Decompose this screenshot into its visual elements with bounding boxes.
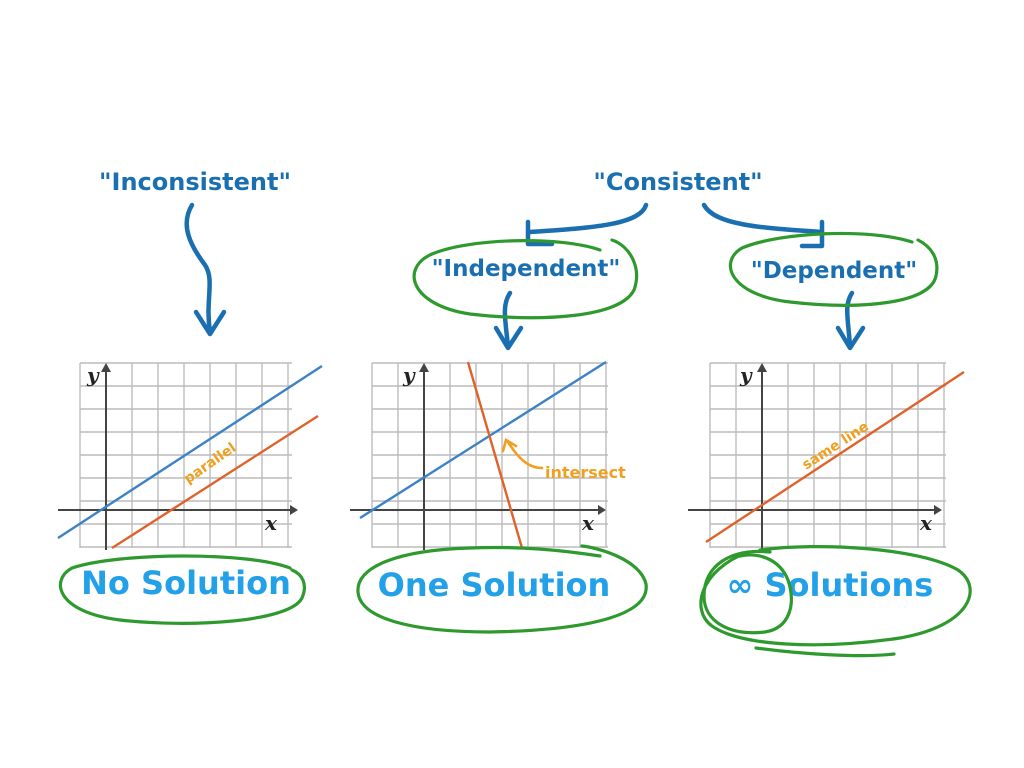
graph-no-solution: y x parallel xyxy=(57,362,323,550)
circle-dependent xyxy=(728,231,939,307)
y-axis-label-2: y xyxy=(402,363,416,387)
arrow-dependent-down xyxy=(835,290,866,351)
result-no-solution: No Solution xyxy=(81,564,291,602)
result-infinite-solutions: ∞ Solutions xyxy=(727,566,934,604)
underline-infinite-solutions xyxy=(754,646,896,658)
graph-infinite-solutions: y x same line xyxy=(688,362,965,550)
circle-infinite-solutions xyxy=(699,545,972,647)
circle-no-solution xyxy=(58,554,306,625)
label-dependent: "Dependent" xyxy=(751,258,918,284)
arrow-consistent-to-independent xyxy=(525,202,649,247)
x-axis-label-2: x xyxy=(581,511,595,535)
circle-independent xyxy=(412,238,639,320)
y-axis-label-1: y xyxy=(86,363,100,387)
arrow-inconsistent-down xyxy=(184,202,227,337)
y-axis-label-3: y xyxy=(739,363,753,387)
arrow-independent-down xyxy=(493,290,524,351)
arrow-consistent-to-dependent xyxy=(701,202,825,249)
x-axis-label-1: x xyxy=(264,511,278,535)
y-axis-arrow-3 xyxy=(757,363,767,372)
grid-3 xyxy=(709,362,946,548)
blue-line-2 xyxy=(359,360,607,520)
y-axis-arrow-2 xyxy=(419,363,429,372)
note-same-line: same line xyxy=(799,419,871,474)
orange-line-1 xyxy=(111,414,319,550)
orange-line-2 xyxy=(466,361,524,549)
blue-line-1 xyxy=(57,364,323,540)
x-axis-arrow-2 xyxy=(598,505,606,515)
label-independent: "Independent" xyxy=(432,256,621,282)
x-axis-label-3: x xyxy=(919,511,933,535)
graph-one-solution: y x intersect xyxy=(350,360,626,550)
circle-one-solution xyxy=(356,544,648,634)
grid-2 xyxy=(371,362,608,548)
intersect-pointer-head xyxy=(501,438,518,453)
intersect-pointer-arrow xyxy=(506,440,544,470)
x-axis-arrow-3 xyxy=(934,505,942,515)
x-axis-arrow-1 xyxy=(290,505,298,515)
label-consistent: "Consistent" xyxy=(593,168,762,196)
y-axis-arrow-1 xyxy=(101,363,111,372)
orange-line-3 xyxy=(705,370,965,544)
label-inconsistent: "Inconsistent" xyxy=(99,168,291,196)
result-one-solution: One Solution xyxy=(378,566,611,604)
circle-infinity-symbol xyxy=(702,549,793,635)
note-intersect: intersect xyxy=(545,463,626,482)
